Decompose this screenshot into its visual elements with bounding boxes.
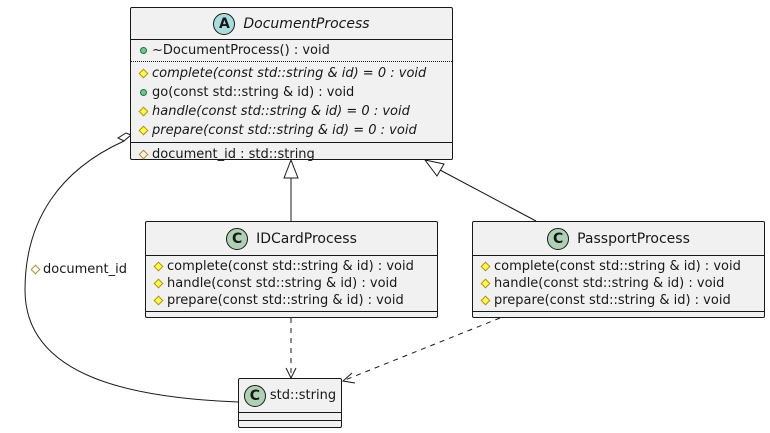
member-text: document_id : std::string [152, 147, 315, 162]
protected-visibility-icon [479, 295, 491, 306]
class-name: DocumentProcess [243, 15, 370, 32]
aggregation-edge-label: document_id [30, 262, 127, 277]
empty-section [473, 311, 764, 321]
member-handle: handle(const std::string & id) : void [146, 275, 437, 292]
class-header: C std::string [239, 379, 341, 413]
member-text: complete(const std::string & id) = 0 : v… [152, 66, 427, 81]
class-header: C PassportProcess [473, 222, 764, 256]
protected-visibility-icon [152, 295, 164, 306]
member-text: handle(const std::string & id) : void [167, 276, 398, 291]
inheritance-arrowhead-passport [423, 159, 445, 177]
class-header: C IDCardProcess [146, 222, 437, 256]
class-idcard-process[interactable]: C IDCardProcess complete(const std::stri… [145, 221, 438, 318]
member-text: ~DocumentProcess() : void [152, 43, 330, 58]
empty-section [239, 420, 341, 427]
member-text: prepare(const std::string & id) = 0 : vo… [152, 123, 417, 138]
inheritance-arrowhead-idcard [283, 158, 299, 179]
class-name: PassportProcess [577, 230, 690, 247]
class-name: IDCardProcess [256, 230, 357, 247]
member-text: go(const std::string & id) : void [152, 85, 355, 100]
protected-visibility-icon [152, 278, 164, 289]
member-go: go(const std::string & id) : void [131, 83, 452, 102]
member-complete: complete(const std::string & id) : void [146, 258, 437, 275]
public-visibility-icon [137, 89, 149, 96]
edge-label-text: document_id [43, 262, 127, 277]
class-document-process[interactable]: A DocumentProcess ~DocumentProcess() : v… [130, 7, 453, 162]
member-complete: complete(const std::string & id) = 0 : v… [131, 64, 452, 83]
dependency-arrowhead-passport [341, 372, 356, 384]
methods-section: complete(const std::string & id) = 0 : v… [131, 61, 452, 142]
member-text: handle(const std::string & id) : void [494, 276, 725, 291]
class-icon: C [243, 384, 266, 407]
class-std-string[interactable]: C std::string [238, 378, 342, 428]
protected-visibility-icon [137, 68, 149, 79]
member-prepare: prepare(const std::string & id) : void [473, 292, 764, 309]
member-destructor: ~DocumentProcess() : void [131, 41, 452, 60]
empty-section [239, 413, 341, 420]
fields-section: document_id : std::string [131, 142, 452, 166]
member-document-id: document_id : std::string [131, 145, 452, 164]
protected-visibility-icon [137, 125, 149, 136]
empty-section [146, 311, 437, 321]
member-prepare: prepare(const std::string & id) = 0 : vo… [131, 121, 452, 140]
methods-section: complete(const std::string & id) : void … [146, 256, 437, 311]
protected-field-visibility-icon [137, 149, 149, 160]
member-handle: handle(const std::string & id) : void [473, 275, 764, 292]
protected-visibility-icon [137, 106, 149, 117]
inheritance-edge-passport [439, 169, 537, 222]
class-icon: C [547, 227, 570, 250]
aggregation-diamond [116, 132, 132, 142]
abstract-class-icon: A [213, 12, 236, 35]
class-name: std::string [269, 388, 337, 403]
protected-field-visibility-icon [30, 264, 41, 275]
dependency-edge-passport [344, 317, 501, 381]
class-header: A DocumentProcess [131, 8, 452, 40]
protected-visibility-icon [479, 261, 491, 272]
member-complete: complete(const std::string & id) : void [473, 258, 764, 275]
member-text: prepare(const std::string & id) : void [167, 293, 404, 308]
aggregation-edge [24, 140, 239, 403]
class-icon: C [226, 227, 249, 250]
member-prepare: prepare(const std::string & id) : void [146, 292, 437, 309]
member-text: complete(const std::string & id) : void [494, 259, 741, 274]
protected-visibility-icon [479, 278, 491, 289]
class-passport-process[interactable]: C PassportProcess complete(const std::st… [472, 221, 765, 318]
public-visibility-icon [137, 47, 149, 54]
member-text: complete(const std::string & id) : void [167, 259, 414, 274]
member-handle: handle(const std::string & id) = 0 : voi… [131, 102, 452, 121]
lifecycle-section: ~DocumentProcess() : void [131, 40, 452, 61]
member-text: handle(const std::string & id) = 0 : voi… [152, 104, 410, 119]
methods-section: complete(const std::string & id) : void … [473, 256, 764, 311]
member-text: prepare(const std::string & id) : void [494, 293, 731, 308]
protected-visibility-icon [152, 261, 164, 272]
